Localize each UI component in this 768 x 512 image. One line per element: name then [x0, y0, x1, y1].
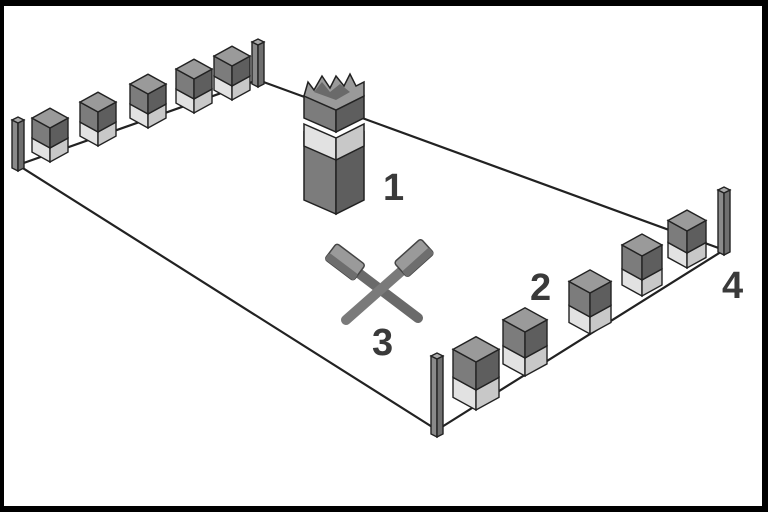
corner-stake — [429, 352, 445, 439]
label-batons: 3 — [372, 322, 393, 364]
king-piece — [303, 72, 365, 216]
baseline-block — [128, 73, 168, 130]
crown-tower-icon — [303, 72, 365, 134]
baseline-block — [78, 91, 118, 148]
corner-stake — [250, 38, 266, 89]
baseline-block — [174, 58, 214, 115]
field-objects — [10, 38, 732, 439]
label-king: 1 — [383, 167, 404, 209]
baseline-block — [567, 269, 613, 336]
baseline-block — [620, 233, 664, 298]
label-baseline-blocks: 2 — [530, 267, 551, 309]
baseline-block — [666, 209, 708, 270]
baseline-block — [30, 107, 70, 164]
baseline-block — [451, 335, 501, 412]
crossed-batons-icon — [325, 239, 434, 325]
label-corner-stakes: 4 — [722, 265, 743, 307]
baseline-block — [212, 45, 252, 102]
corner-stake — [10, 116, 26, 173]
corner-stake — [716, 186, 732, 257]
baseline-block — [501, 307, 549, 378]
